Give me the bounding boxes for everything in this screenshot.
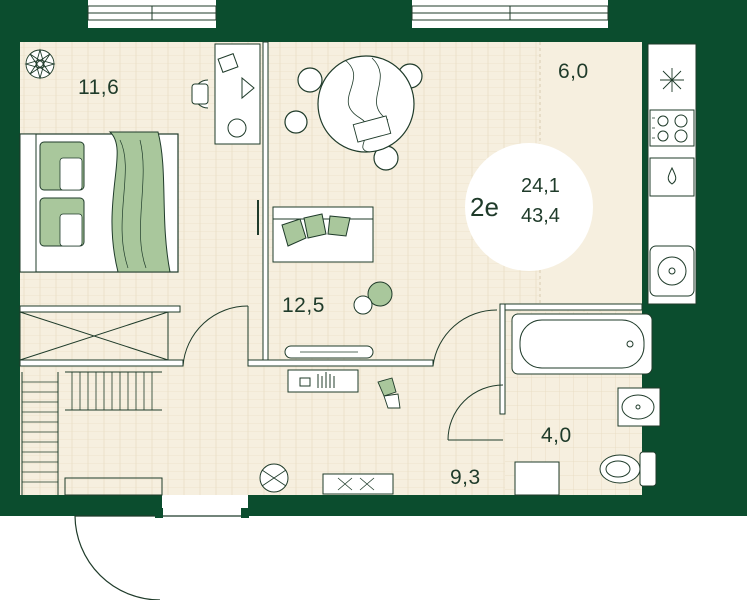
room-area-living: 12,5 [282, 294, 325, 317]
hallway-console [322, 473, 394, 495]
entrance-door[interactable] [74, 495, 249, 600]
room-area-kitchen: 6,0 [558, 60, 589, 83]
shoe-bench [64, 477, 163, 496]
total-area: 43,4 [521, 205, 560, 227]
window-living [411, 5, 609, 21]
desk-chair [191, 79, 209, 109]
wardrobe [19, 311, 169, 361]
plant-icon [24, 48, 56, 80]
bed [19, 131, 179, 273]
bedroom-door[interactable] [182, 305, 249, 367]
coat-rack-left [21, 372, 59, 495]
coffee-table [353, 281, 393, 315]
room-area-bathroom: 4,0 [541, 424, 572, 447]
living-area: 24,1 [521, 175, 560, 197]
desk [214, 43, 261, 145]
apartment-badge [465, 143, 593, 271]
hallway-shelf [287, 369, 359, 393]
washing-machine [514, 461, 560, 496]
stove [649, 109, 695, 147]
living-door[interactable] [432, 309, 498, 367]
coat-rack-top [65, 371, 162, 411]
bathroom-door[interactable] [447, 384, 504, 441]
apartment-type-code: 2е [470, 192, 499, 222]
plant-icon [377, 377, 401, 409]
toilet [599, 451, 657, 487]
hallway-chair [259, 463, 289, 493]
dining-table [284, 55, 423, 171]
room-area-hallway: 9,3 [450, 466, 481, 489]
sofa [272, 206, 374, 263]
window-bedroom [87, 5, 217, 21]
water-drop-icon [649, 157, 695, 197]
room-area-bedroom: 11,6 [78, 76, 120, 99]
kitchen-sink [649, 245, 695, 297]
bathtub [511, 313, 653, 375]
bathroom-sink [617, 387, 661, 427]
